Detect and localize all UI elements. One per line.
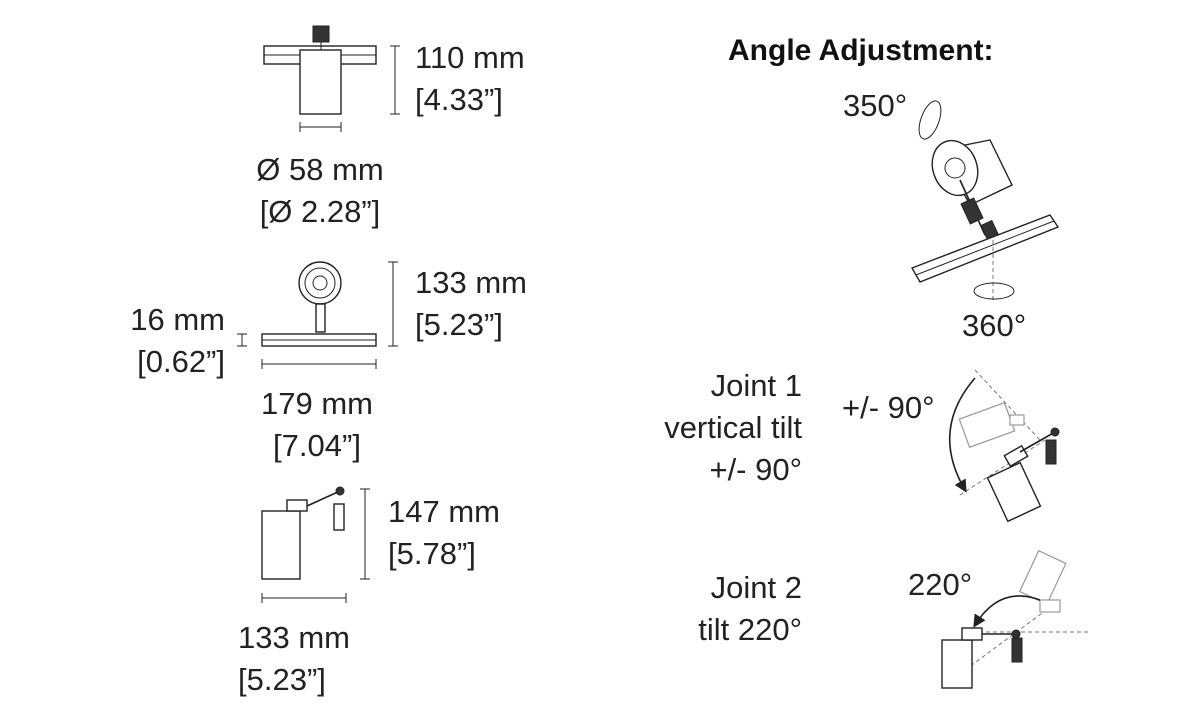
joint1-line3: +/- 90° — [709, 452, 802, 487]
joint1-drawing — [948, 369, 1060, 523]
view2-track-mm: 16 mm — [130, 302, 225, 337]
joint1-angle-label: +/- 90° — [842, 390, 935, 425]
rotation-drawing — [910, 100, 1060, 300]
joint1-line2: vertical tilt — [664, 410, 802, 445]
joint2-line2: tilt 220° — [698, 612, 802, 647]
view2-track-in: [0.62”] — [137, 344, 225, 379]
profile-view-drawing — [261, 486, 370, 603]
view3-height-in: [5.78”] — [388, 536, 476, 571]
view2-height-in: [5.23”] — [415, 307, 503, 342]
joint2-drawing — [941, 549, 1090, 689]
rotate-base-label: 360° — [962, 308, 1027, 343]
view1-diameter-mm: Ø 58 mm — [256, 152, 384, 187]
joint2-angle-label: 220° — [908, 567, 973, 602]
front-view-drawing — [263, 25, 400, 132]
view3-width-in: [5.23”] — [238, 662, 326, 697]
rotate-top-label: 350° — [843, 88, 908, 123]
angle-title: Angle Adjustment: — [728, 34, 994, 67]
side-view-drawing — [237, 261, 398, 369]
joint2-line1: Joint 2 — [710, 570, 802, 605]
view2-height-mm: 133 mm — [415, 265, 527, 300]
view2-width-in: [7.04”] — [273, 428, 361, 463]
joint1-line1: Joint 1 — [710, 368, 802, 403]
view1-height-in: [4.33”] — [415, 82, 503, 117]
view1-diameter-in: [Ø 2.28”] — [259, 194, 381, 229]
view3-width-mm: 133 mm — [238, 620, 350, 655]
view3-height-mm: 147 mm — [388, 494, 500, 529]
view1-height-mm: 110 mm — [415, 40, 525, 75]
view2-width-mm: 179 mm — [261, 386, 373, 421]
